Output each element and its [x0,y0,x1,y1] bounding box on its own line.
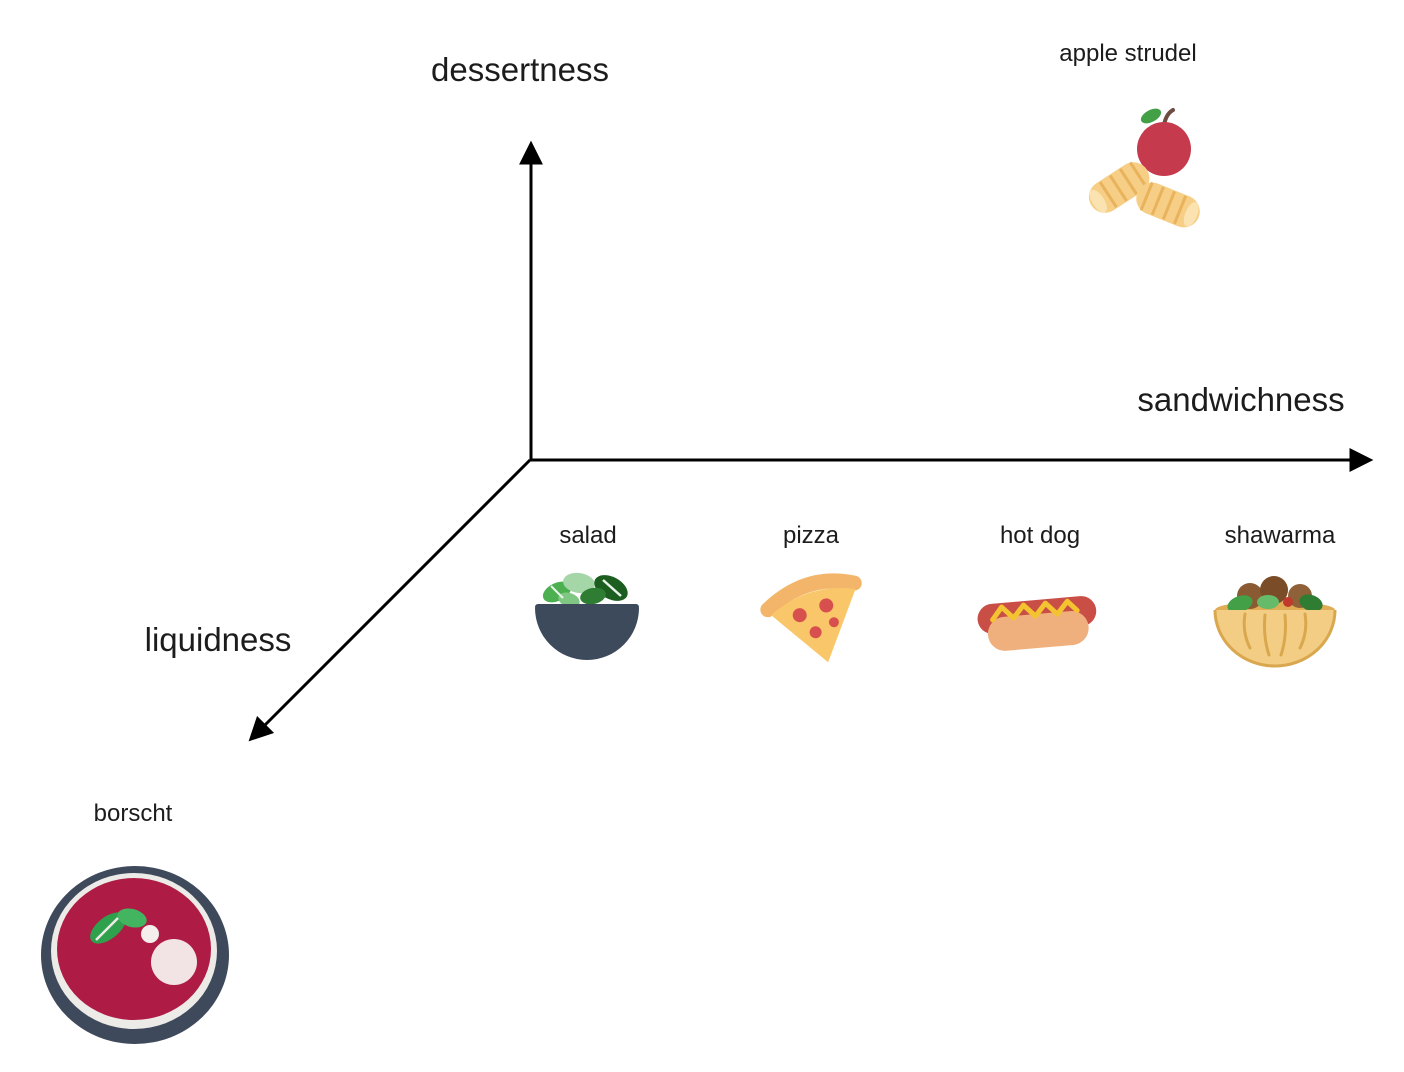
bun [987,611,1089,651]
pizza-body [771,588,856,663]
salad-bowl-icon [535,572,639,660]
hot-dog-icon [977,596,1097,651]
pita-outline [1213,609,1337,668]
apple [1137,122,1191,176]
pepperoni [792,598,839,639]
hot-dog-label: hot dog [999,522,1081,549]
dessertness-axis-label: dessertness [431,51,609,88]
liquidness-axis-line [248,458,532,742]
apple-leaf [1140,108,1162,124]
salad-leaves [542,572,628,608]
sour-cream [151,939,197,985]
salad-bowl [535,608,639,660]
borscht-greens [90,908,147,944]
pizza-crust [760,573,862,618]
apple-strudel-label: apple strudel [1059,40,1197,67]
pita-ridges [1242,612,1308,657]
shawarma-icon [1213,576,1337,668]
borscht-bowl-icon [41,866,229,1044]
shawarma-label: shawarma [1224,522,1336,549]
liquidness-axis-label: liquidness [144,621,292,658]
sandwichness-axis-label: sandwichness [1137,381,1345,418]
borscht-label: borscht [93,800,173,827]
apple-strudel-icon [1088,108,1200,228]
salad-label: salad [559,522,617,549]
pizza-slice-icon [760,573,862,663]
pizza-label: pizza [782,522,840,549]
strudel-roll-left [1088,161,1150,213]
mustard [990,598,1080,623]
shawarma-filling [1227,576,1323,613]
strudel-roll-right [1136,181,1200,228]
onion-piece [141,925,159,943]
pita-pocket [1215,610,1335,666]
